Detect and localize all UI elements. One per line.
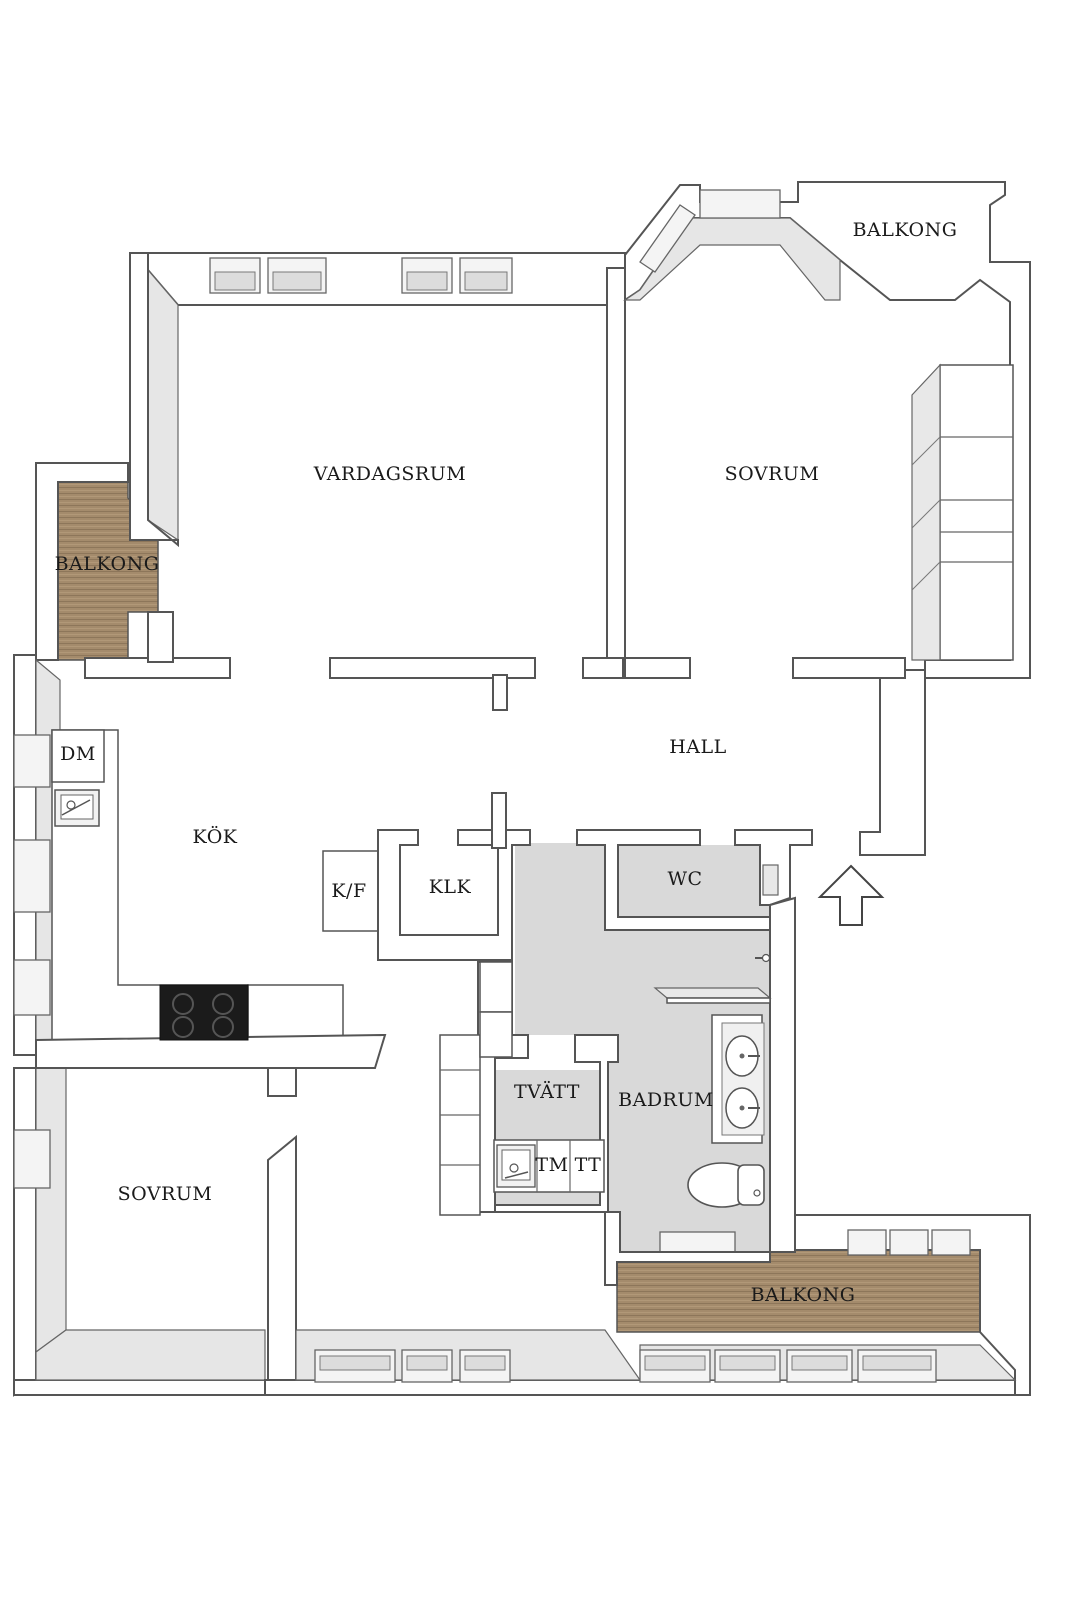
kitchen-sink-icon: [54, 789, 100, 827]
label-klk: KLK: [429, 876, 472, 898]
cooktop-icon: [159, 984, 249, 1041]
wc-door-frame: [762, 864, 779, 896]
wall-top-living: [130, 252, 626, 306]
windows-top-living: [209, 257, 513, 294]
wc-floor: [618, 845, 770, 917]
label-balkong-left: BALKONG: [55, 553, 160, 575]
label-balkong-bottom: BALKONG: [751, 1284, 856, 1306]
label-badrum: BADRUM: [618, 1089, 714, 1111]
up-arrow-icon: [817, 864, 885, 926]
wall-left-bedroom-side: [35, 1067, 67, 1354]
bath-shelf-front: [666, 997, 771, 1004]
wall-bottom-left: [13, 1379, 266, 1396]
laundry-sink-icon: [496, 1144, 536, 1188]
label-vardagsrum: VARDAGSRUM: [313, 463, 466, 485]
hall-post: [491, 792, 507, 849]
wall-right-hall: [859, 669, 926, 856]
stub-bedroom-right: [792, 657, 906, 679]
laundry-cabinet-column: [439, 1034, 481, 1216]
towel-hook-icon: [755, 953, 771, 963]
kitchen-counter-right: [247, 984, 344, 1041]
label-tm: TM: [535, 1154, 568, 1176]
wall-bottom-left-side: [35, 1329, 266, 1381]
label-tvatt: TVÄTT: [514, 1080, 580, 1103]
wall-bedroom-bottom-partition: [267, 1134, 297, 1381]
windows-bay: [639, 189, 781, 273]
label-kok: KÖK: [193, 825, 238, 848]
wardrobe-top-bedroom-side: [911, 363, 941, 661]
bathroom-floor: [515, 843, 770, 1252]
stub-living-mid-post: [492, 674, 508, 711]
stub-balcony-door: [147, 611, 174, 663]
washbasin-icon: [711, 1014, 765, 1144]
kitchen-dm-box: [51, 729, 105, 783]
stub-bedroom-left: [624, 657, 691, 679]
windows-bottom: [314, 1349, 937, 1383]
wall-top-living-side: [147, 268, 179, 542]
wall-left-living: [129, 252, 179, 548]
label-sovrum-bottom: SOVRUM: [118, 1183, 213, 1205]
kitchen-bottom-wall: [35, 1033, 387, 1069]
bath-bottom-wall: [604, 1211, 771, 1286]
stub-living-mid: [329, 657, 536, 679]
wall-living-bedroom: [606, 267, 626, 661]
label-dm: DM: [60, 743, 96, 765]
kitchen-wall-stub: [267, 1067, 297, 1097]
label-wc: WC: [667, 868, 702, 890]
label-sovrum-top: SOVRUM: [725, 463, 820, 485]
wardrobe-top-bedroom: [939, 364, 1014, 661]
label-kf: K/F: [331, 880, 366, 902]
windows-bottom-balcony: [659, 1229, 971, 1256]
windows-left-kitchen: [13, 734, 51, 1189]
laundry-cab-b: [479, 1011, 513, 1058]
label-balkong-top-right: BALKONG: [853, 219, 958, 241]
label-hall: HALL: [669, 736, 727, 758]
wall-left-bedroom: [13, 1067, 37, 1397]
bath-right-wall: [769, 896, 796, 1253]
label-tt: TT: [575, 1154, 602, 1176]
bath-shelf: [653, 987, 772, 999]
fridge-box: [322, 850, 379, 932]
laundry-wall-right: [494, 1034, 619, 1213]
laundry-cab-a: [479, 961, 513, 1013]
toilet-icon: [687, 1162, 765, 1208]
stub-living-right: [582, 657, 624, 679]
klk-walls: [377, 829, 531, 961]
